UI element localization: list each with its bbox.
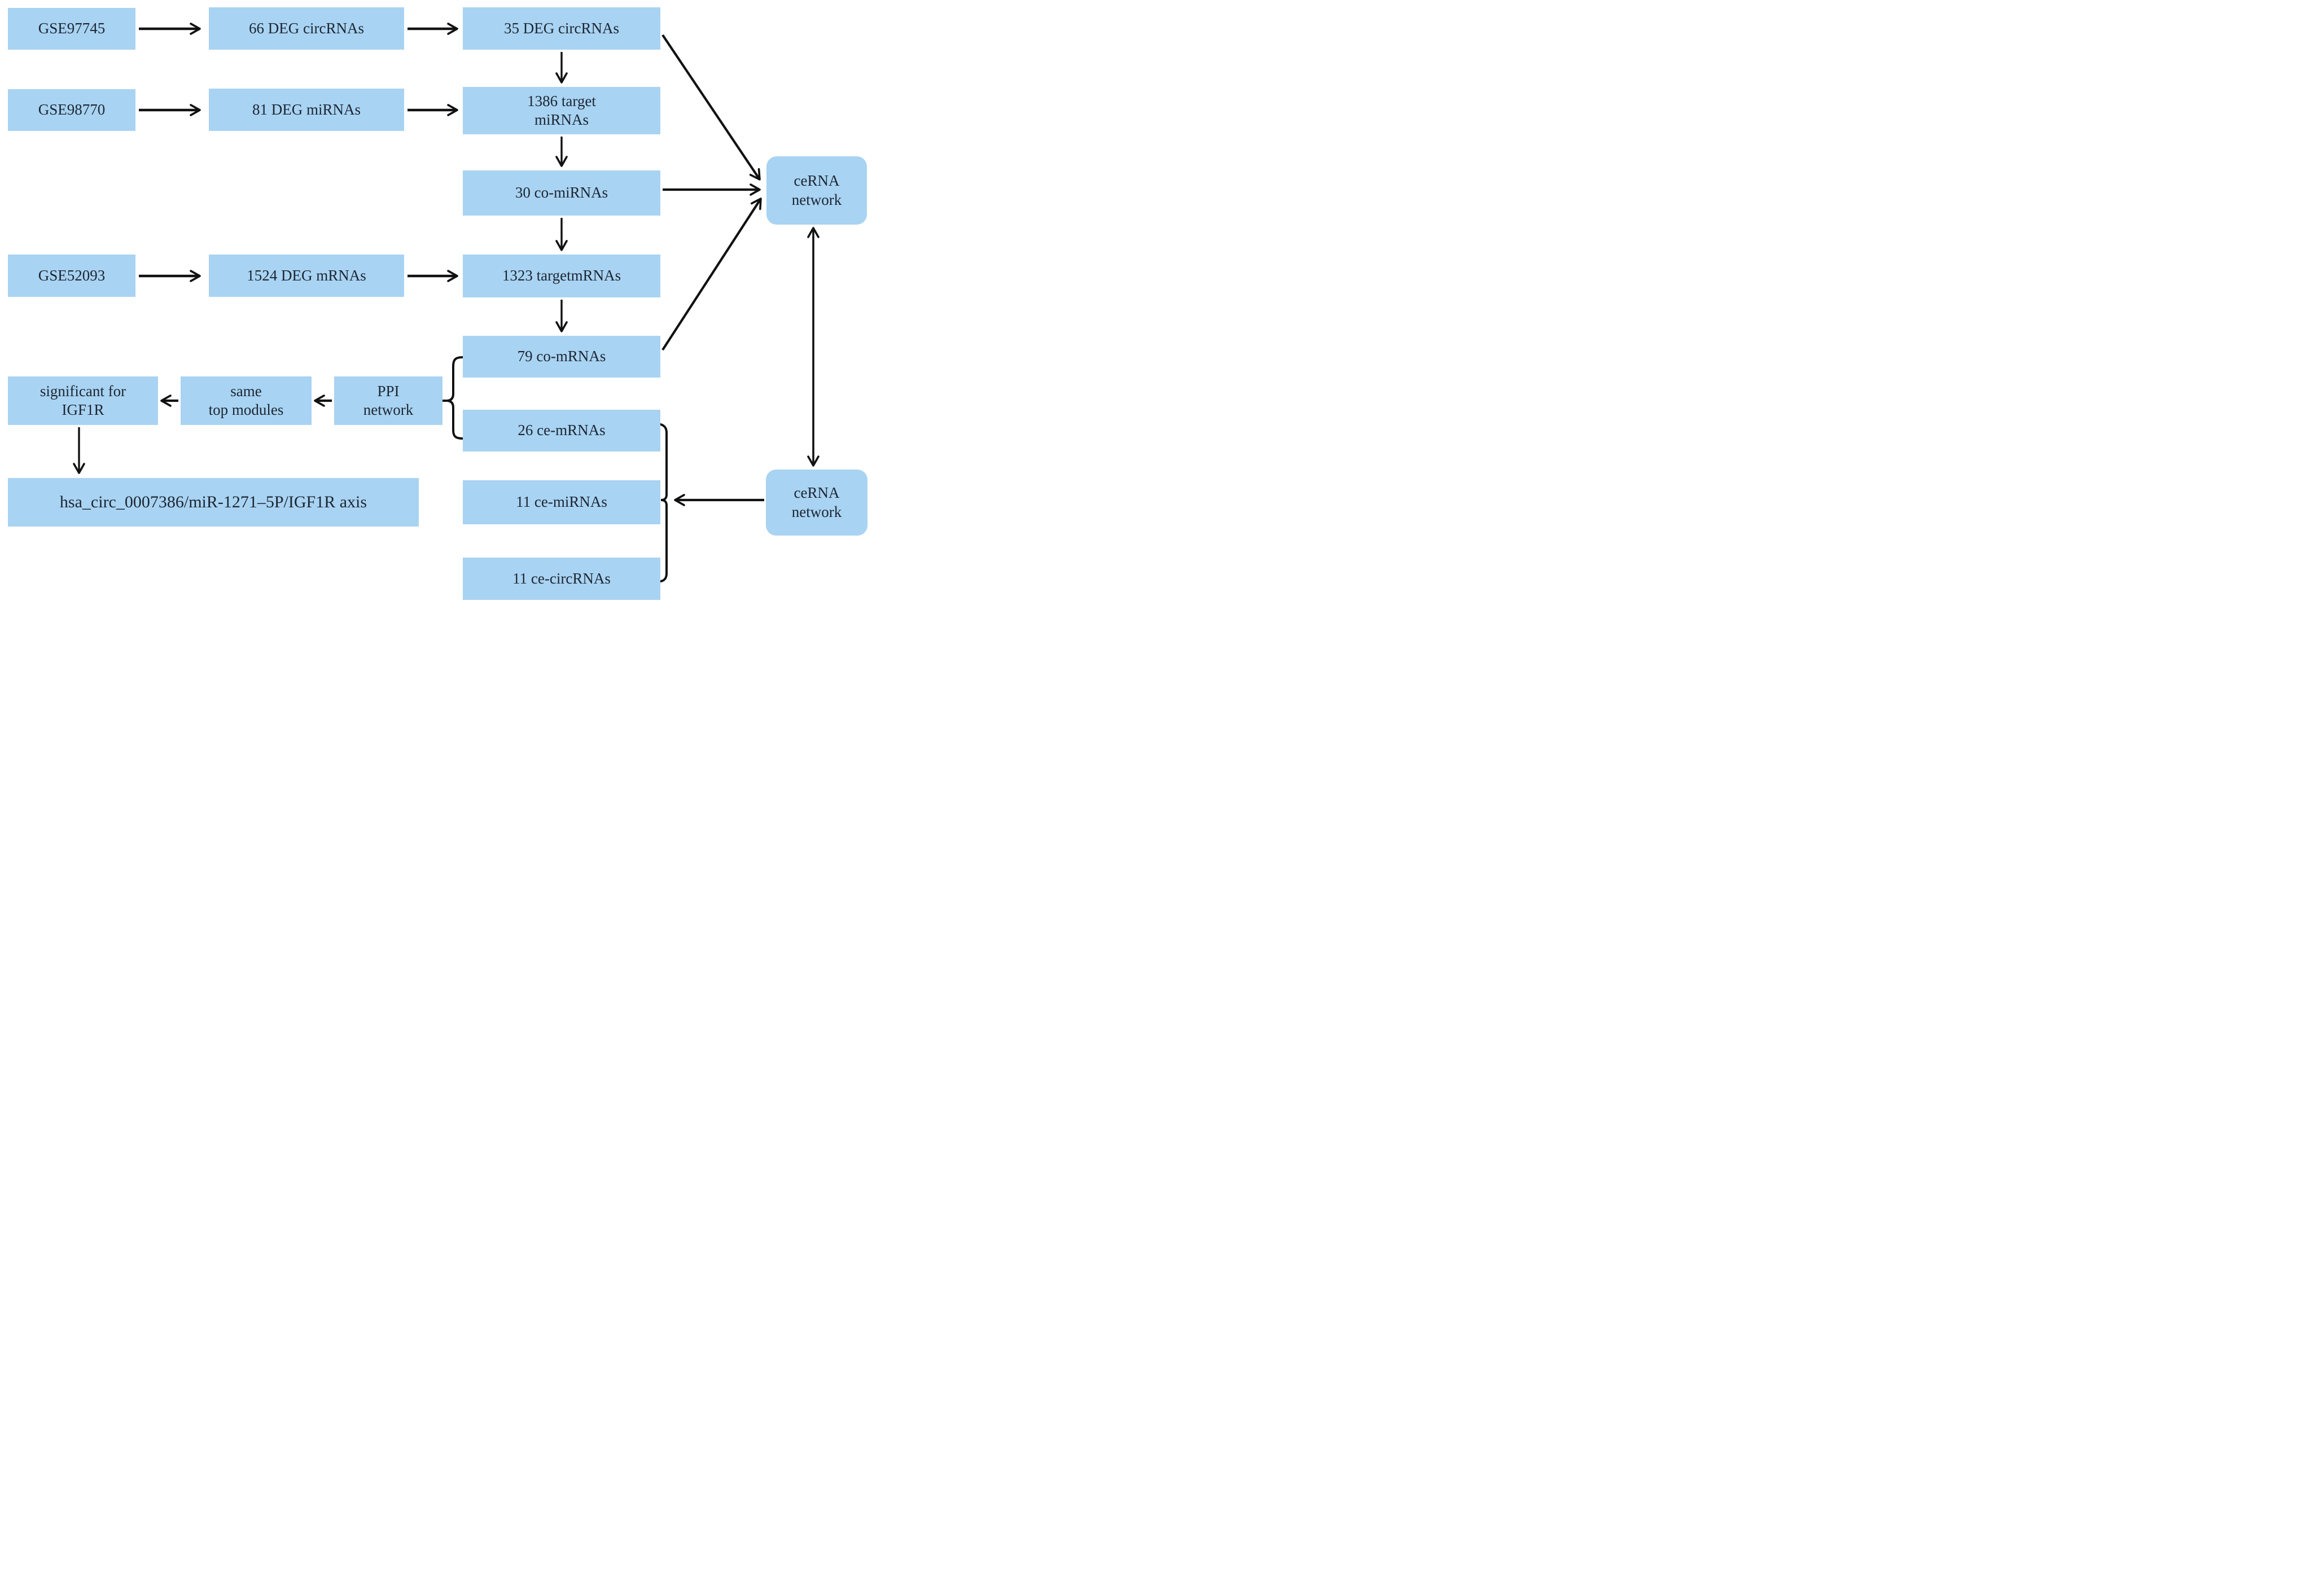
node-gse52093: GSE52093	[8, 255, 135, 297]
node-significant-for-igf1r-line1: significant for	[40, 382, 126, 400]
node-cerna-network-top-line2: network	[791, 191, 842, 208]
node-same-top-modules-line2: top modules	[208, 401, 284, 418]
arrow-35deg-to-cerna-top	[661, 34, 761, 181]
node-hsa-circ-axis-label: hsa_circ_0007386/miR-1271–5P/IGF1R axis	[59, 493, 367, 512]
arrow-79comrna-to-cerna-top	[661, 198, 762, 351]
node-66-deg-circrnas-label: 66 DEG circRNAs	[249, 19, 364, 37]
node-ppi-network-line1: PPI	[377, 382, 400, 400]
node-35-deg-circrnas: 35 DEG circRNAs	[463, 7, 660, 50]
node-gse97745: GSE97745	[8, 8, 135, 50]
node-cerna-network-bottom-line1: ceRNA	[794, 484, 840, 502]
node-26-ce-mrnas-label: 26 ce-mRNAs	[518, 422, 606, 439]
node-cerna-network-bottom-line2: network	[791, 503, 842, 520]
node-1323-target-mrnas-label: 1323 targetmRNAs	[502, 267, 621, 284]
node-26-ce-mrnas: 26 ce-mRNAs	[463, 410, 660, 451]
node-significant-for-igf1r-line2: IGF1R	[62, 401, 104, 418]
node-1524-deg-mrnas-label: 1524 DEG mRNAs	[247, 266, 366, 284]
node-30-co-mirnas: 30 co-miRNAs	[463, 170, 660, 216]
node-81-deg-mirnas-label: 81 DEG miRNAs	[252, 100, 361, 118]
node-79-co-mrnas-label: 79 co-mRNAs	[517, 348, 606, 365]
node-30-co-mirnas-label: 30 co-miRNAs	[515, 184, 608, 201]
node-ppi-network-line2: network	[363, 401, 414, 418]
node-gse52093-label: GSE52093	[38, 266, 106, 284]
node-cerna-network-top: ceRNA network	[766, 156, 867, 225]
flowchart-canvas: GSE97745 66 DEG circRNAs 35 DEG circRNAs…	[0, 0, 872, 600]
node-1323-target-mrnas: 1323 targetmRNAs	[463, 255, 660, 297]
node-ppi-network: PPI network	[334, 376, 442, 425]
node-35-deg-circrnas-label: 35 DEG circRNAs	[504, 19, 619, 37]
node-11-ce-circrnas-label: 11 ce-circRNAs	[512, 569, 611, 587]
node-cerna-network-bottom: ceRNA network	[766, 470, 867, 536]
node-significant-for-igf1r: significant for IGF1R	[8, 376, 158, 425]
node-same-top-modules-line1: same	[230, 382, 262, 400]
node-1386-target-mirnas-line1: 1386 target	[527, 92, 596, 109]
node-81-deg-mirnas: 81 DEG miRNAs	[209, 89, 404, 131]
node-same-top-modules: same top modules	[181, 376, 312, 425]
node-hsa-circ-axis: hsa_circ_0007386/miR-1271–5P/IGF1R axis	[8, 478, 419, 527]
node-11-ce-mirnas: 11 ce-miRNAs	[463, 480, 660, 524]
node-gse98770: GSE98770	[8, 89, 135, 131]
node-1386-target-mirnas-line2: miRNAs	[534, 111, 589, 128]
node-gse98770-label: GSE98770	[38, 101, 106, 119]
node-1386-target-mirnas: 1386 target miRNAs	[463, 87, 660, 134]
node-79-co-mrnas: 79 co-mRNAs	[463, 336, 660, 378]
node-66-deg-circrnas: 66 DEG circRNAs	[209, 7, 404, 50]
node-gse97745-label: GSE97745	[38, 20, 106, 37]
node-11-ce-circrnas: 11 ce-circRNAs	[463, 558, 660, 600]
node-1524-deg-mrnas: 1524 DEG mRNAs	[209, 255, 404, 297]
brace-ppi-group	[446, 356, 464, 440]
node-11-ce-mirnas-label: 11 ce-miRNAs	[516, 493, 607, 511]
node-cerna-network-top-line1: ceRNA	[794, 172, 840, 190]
